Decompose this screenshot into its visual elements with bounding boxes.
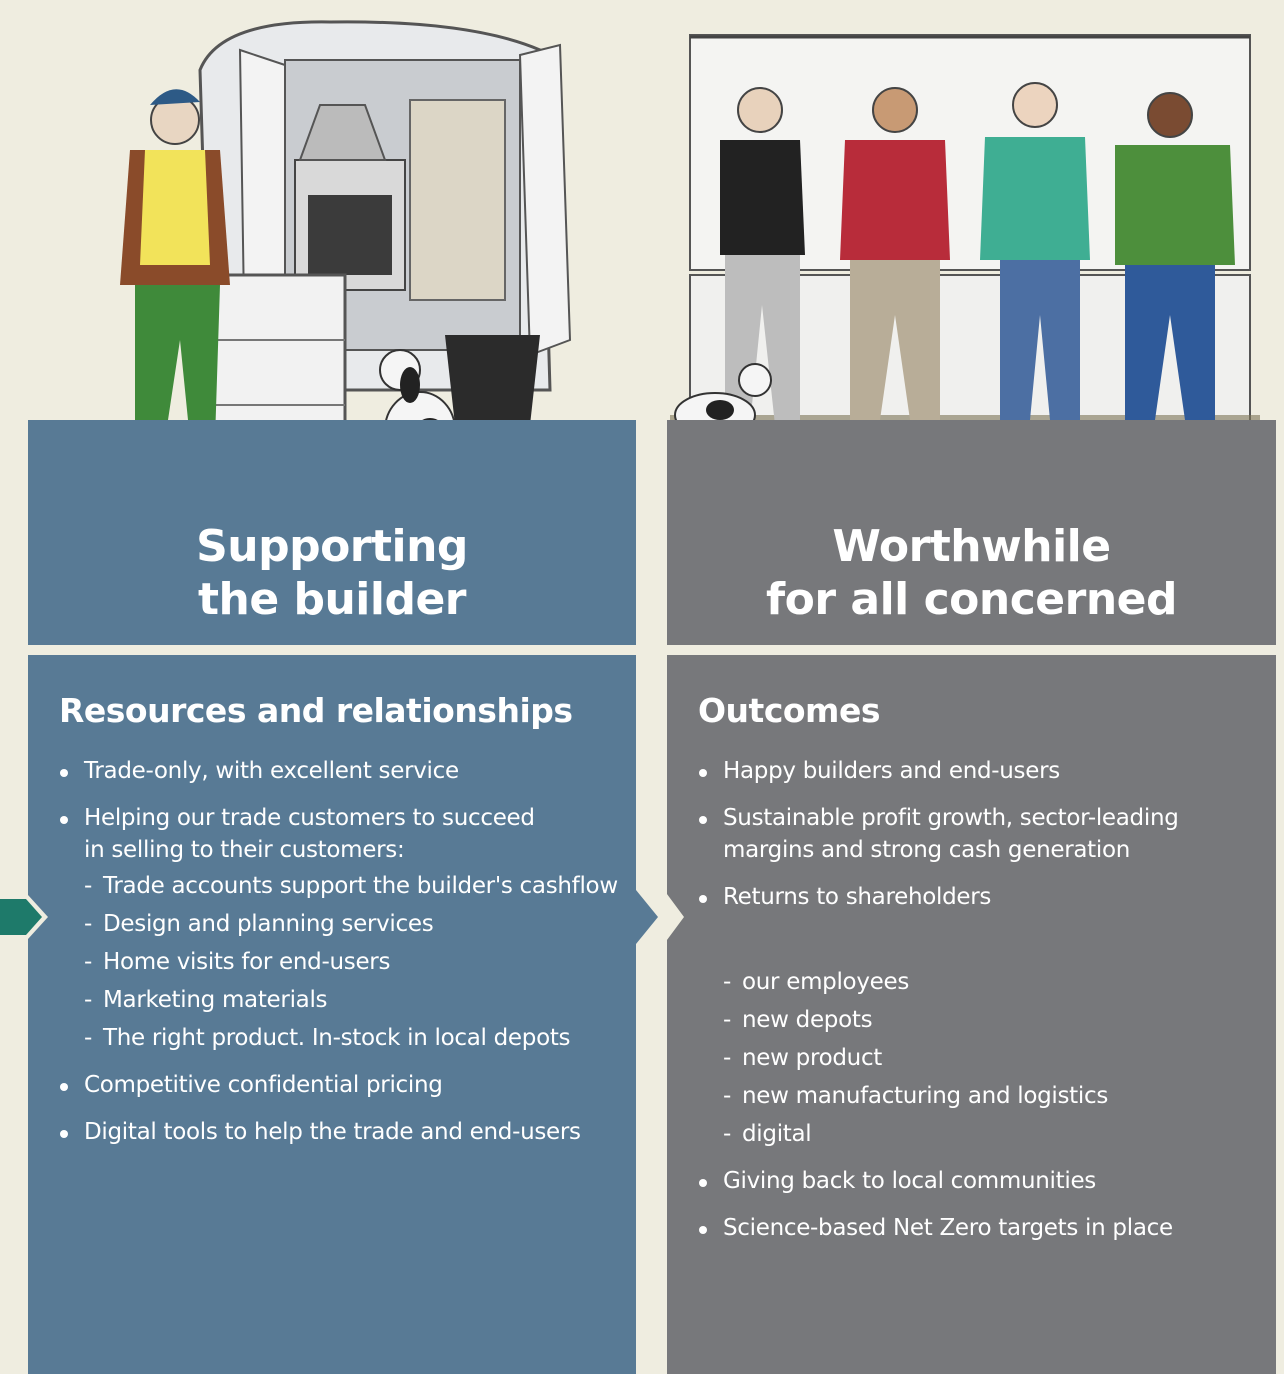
list-item: Happy builders and end-users xyxy=(697,755,1267,787)
resources-heading: Resources and relationships xyxy=(59,691,573,730)
sub-list-item: The right product. In-stock in local dep… xyxy=(58,1022,628,1054)
right-title: Worthwhile for all concerned xyxy=(667,520,1276,626)
list-item-line: in selling to their customers: xyxy=(84,837,405,863)
sub-list-item: Trade accounts support the builder's cas… xyxy=(58,870,628,902)
resources-list: Trade-only, with excellent service Helpi… xyxy=(58,755,628,1163)
list-item: Science-based Net Zero targets in place xyxy=(697,1212,1267,1244)
list-item-line: margins and strong cash generation xyxy=(723,837,1131,863)
sub-list-item: new manufacturing and logistics xyxy=(697,1080,1267,1112)
list-item: Competitive confidential pricing xyxy=(58,1069,628,1101)
resources-panel: Resources and relationships Trade-only, … xyxy=(28,655,636,1374)
sub-list-item: Home visits for end-users xyxy=(58,946,628,978)
right-title-line1: Worthwhile xyxy=(832,521,1111,572)
green-arrow-icon xyxy=(0,895,48,939)
right-title-line2: for all concerned xyxy=(766,574,1177,625)
list-item: Digital tools to help the trade and end-… xyxy=(58,1116,628,1148)
list-item: Trade-only, with excellent service xyxy=(58,755,628,787)
title-panel-left: Supporting the builder xyxy=(28,420,636,645)
left-title-line1: Supporting xyxy=(196,521,468,572)
sub-list-item: Marketing materials xyxy=(58,984,628,1016)
sub-list-item: Design and planning services xyxy=(58,908,628,940)
list-item-line: Sustainable profit growth, sector-leadin… xyxy=(723,805,1179,831)
sub-list-item: new product xyxy=(697,1042,1267,1074)
outcomes-heading: Outcomes xyxy=(698,691,880,730)
outcomes-panel: Outcomes Happy builders and end-users Su… xyxy=(667,655,1276,1374)
list-item: Returns to shareholders xyxy=(697,881,1267,913)
list-item: Sustainable profit growth, sector-leadin… xyxy=(697,802,1267,866)
sub-list-item: our employees xyxy=(697,966,1267,998)
list-item: Helping our trade customers to succeed i… xyxy=(58,802,628,866)
chevron-right-icon xyxy=(636,890,684,944)
left-title: Supporting the builder xyxy=(28,520,636,626)
builder-van-illustration xyxy=(120,20,572,469)
team-kitchen-illustration xyxy=(670,34,1260,455)
sub-list-item: new depots xyxy=(697,1004,1267,1036)
list-item-line: Helping our trade customers to succeed xyxy=(84,805,535,831)
list-item: Giving back to local communities xyxy=(697,1165,1267,1197)
title-panel-right: Worthwhile for all concerned xyxy=(667,420,1276,645)
outcomes-list: Happy builders and end-users Sustainable… xyxy=(697,755,1267,1259)
left-title-line2: the builder xyxy=(197,574,467,625)
sub-list-item: digital xyxy=(697,1118,1267,1150)
